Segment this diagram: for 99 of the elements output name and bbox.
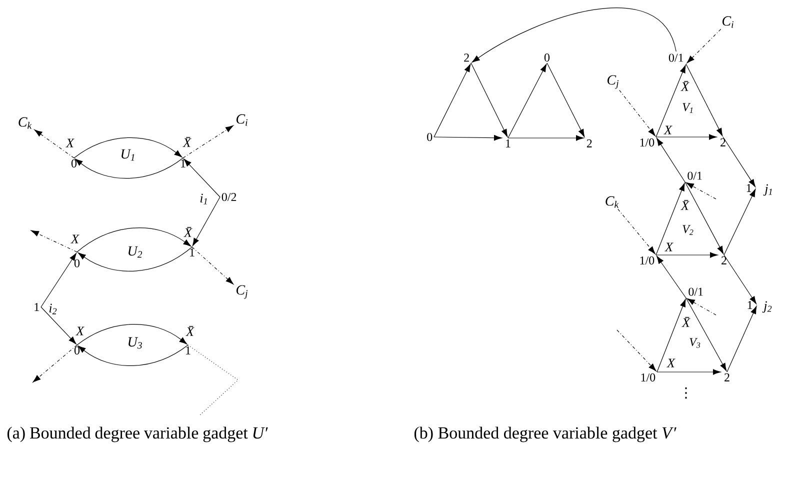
dash-dot-arrow	[192, 246, 234, 284]
dash-dot-arrow	[686, 28, 722, 64]
variable-label: C$_{j}$	[608, 75, 619, 89]
caption: (b) Bounded degree variable gadget V′	[414, 426, 676, 442]
arrow	[76, 324, 188, 346]
arrow	[470, 62, 508, 138]
arrow	[656, 298, 686, 372]
dotted-line	[188, 344, 238, 416]
vertex-label: 1	[190, 248, 194, 256]
vertex-label: 0	[74, 259, 80, 268]
arrow	[684, 182, 724, 254]
vertex-label: 0/1	[668, 54, 684, 62]
arrow	[40, 252, 77, 308]
port-label: j$_{2}$	[762, 301, 772, 313]
arrow	[656, 256, 686, 298]
vertex-label: 1	[748, 301, 752, 309]
arrow	[78, 246, 192, 272]
variable-label: C$_{j}$	[236, 285, 248, 299]
vertex-label: 2	[586, 139, 592, 148]
port-label: X	[664, 126, 672, 134]
arrow	[656, 64, 686, 138]
port-label: X̄	[182, 137, 192, 147]
arrow	[74, 137, 182, 158]
dash-dot-arrow	[616, 330, 656, 372]
gadget-label: V$_{1}$	[682, 103, 693, 113]
vertex-label: 1	[746, 184, 752, 192]
arrow	[184, 158, 220, 198]
port-label: X̄	[682, 317, 690, 327]
vertex-label: 1	[506, 139, 510, 148]
arrow	[508, 135, 584, 141]
vertex-label: 0	[544, 54, 550, 62]
vertex-label: 0	[74, 346, 80, 354]
vertex-label: 0/1	[688, 172, 702, 180]
port-label: X̄	[184, 227, 192, 237]
vertex-label: 2	[720, 138, 726, 146]
variable-label: C$_{k}$	[606, 196, 619, 208]
arrow	[74, 158, 184, 179]
port-label: X̄	[186, 326, 194, 336]
arrow	[656, 138, 686, 182]
vertex-label: 1	[181, 159, 186, 168]
dash-dot-arrow	[686, 298, 716, 316]
dash-dot-arrow	[30, 230, 78, 252]
vertex-label: 2	[464, 54, 469, 62]
vertex-label: 1/0	[640, 138, 654, 146]
arrow	[78, 344, 188, 366]
arrow	[434, 135, 502, 141]
port-label: X̄	[680, 81, 690, 91]
arrow	[40, 306, 76, 344]
gadget-label: U$_{2}$	[128, 246, 142, 258]
ellipsis: ⋮	[685, 387, 687, 399]
vertex-label: 1/0	[640, 256, 654, 264]
vertex-label: 0/1	[688, 288, 703, 296]
vertex-label: 1/0	[641, 373, 656, 382]
gadget-label: U$_{3}$	[128, 337, 142, 349]
port-label: X	[66, 138, 74, 148]
port-label: X	[666, 358, 676, 368]
vertex-label: 0/2	[222, 192, 236, 202]
arrow	[686, 64, 723, 136]
arrow	[508, 64, 547, 138]
dash-dot-arrow	[32, 344, 78, 382]
port-label: X	[76, 326, 84, 336]
gadget-label: V$_{2}$	[682, 225, 694, 235]
arrow	[192, 196, 220, 246]
caption: (a) Bounded degree variable gadget U′	[7, 426, 268, 442]
port-label: i$_{2}$	[49, 304, 57, 314]
port-label: i$_{1}$	[200, 194, 207, 204]
arrow	[656, 252, 718, 258]
port-label: X	[70, 234, 80, 244]
arrow	[76, 228, 192, 252]
arrow	[656, 182, 685, 256]
gadget-label: V$_{3}$	[690, 338, 700, 348]
dash-dot-arrow	[182, 125, 234, 158]
arrow	[726, 306, 757, 372]
arrow	[656, 134, 717, 140]
port-label: X̄	[680, 200, 690, 210]
vertex-label: 2	[724, 373, 730, 382]
vertex-label: 2	[722, 256, 726, 264]
arrow	[724, 188, 756, 256]
vertex-label: 1	[186, 346, 190, 354]
port-label: X	[664, 242, 674, 252]
gadget-label: U$_{1}$	[122, 149, 134, 161]
dash-dot-arrow	[686, 182, 716, 200]
vertex-label: 0	[427, 132, 432, 142]
port-label: j$_{1}$	[763, 184, 772, 196]
dash-dot-arrow	[618, 208, 656, 254]
arrow	[546, 62, 585, 138]
variable-label: C$_{i}$	[236, 114, 248, 126]
arrow	[722, 136, 756, 188]
variable-label: C$_{k}$	[18, 117, 32, 129]
variable-label: C$_{i}$	[722, 16, 734, 28]
vertex-label: 0	[71, 159, 77, 168]
dash-dot-arrow	[619, 90, 656, 136]
arrow	[724, 254, 757, 304]
arrow	[434, 64, 471, 138]
vertex-label: 1	[34, 303, 39, 311]
arrow	[686, 298, 727, 372]
arrow	[472, 8, 676, 62]
dash-dot-arrow	[34, 130, 74, 158]
arrow	[656, 369, 721, 375]
